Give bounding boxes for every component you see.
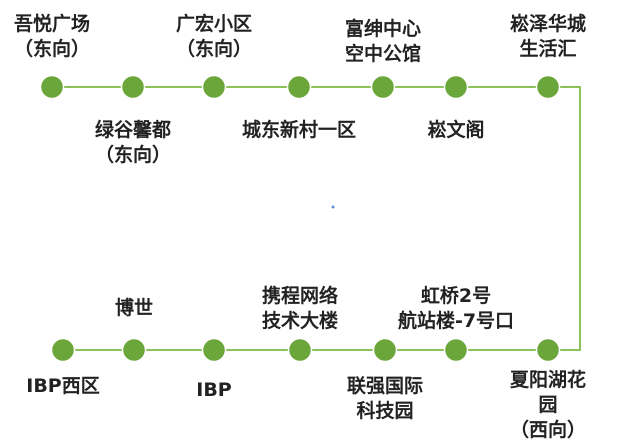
stop-marker-top-5 xyxy=(370,74,396,100)
stop-label-top-6: 崧文阁 xyxy=(427,119,485,141)
stop-marker-bottom-4 xyxy=(287,337,313,363)
stop-marker-bottom-7 xyxy=(535,337,561,363)
stop-marker-top-1 xyxy=(39,74,65,100)
stop-label-top-2: 绿谷馨都 （东向） xyxy=(94,119,172,166)
stop-marker-bottom-1 xyxy=(50,337,76,363)
route-line xyxy=(52,86,581,351)
stop-label-bottom-5: 联强国际 科技园 xyxy=(346,375,424,422)
route-map xyxy=(39,74,581,363)
stop-label-top-5: 富绅中心 空中公馆 xyxy=(344,18,422,65)
stop-marker-bottom-5 xyxy=(372,337,398,363)
stop-marker-top-4 xyxy=(286,74,312,100)
stop-label-top-7: 崧泽华城 生活汇 xyxy=(509,13,587,60)
stop-label-bottom-7: 夏阳湖花园 （西向） xyxy=(509,369,586,441)
stop-label-bottom-6: 虹桥2号 航站楼-7号口 xyxy=(397,285,515,332)
stop-label-top-4: 城东新村一区 xyxy=(241,119,357,141)
stop-marker-bottom-6 xyxy=(443,337,469,363)
stop-marker-top-7 xyxy=(535,74,561,100)
stop-label-bottom-2: 博世 xyxy=(114,297,154,319)
stop-label-bottom-1: IBP西区 xyxy=(26,375,100,397)
stop-label-top-1: 吾悦广场 （东向） xyxy=(13,13,91,60)
stop-marker-top-6 xyxy=(443,74,469,100)
stop-marker-bottom-3 xyxy=(201,337,227,363)
stop-label-bottom-4: 携程网络 技术大楼 xyxy=(261,285,339,332)
stop-label-top-3: 广宏小区 （东向） xyxy=(175,13,253,60)
stop-marker-top-2 xyxy=(120,74,146,100)
stop-label-bottom-3: IBP xyxy=(196,379,232,401)
stop-marker-bottom-2 xyxy=(121,337,147,363)
stop-marker-top-3 xyxy=(201,74,227,100)
center-dot xyxy=(331,205,335,209)
